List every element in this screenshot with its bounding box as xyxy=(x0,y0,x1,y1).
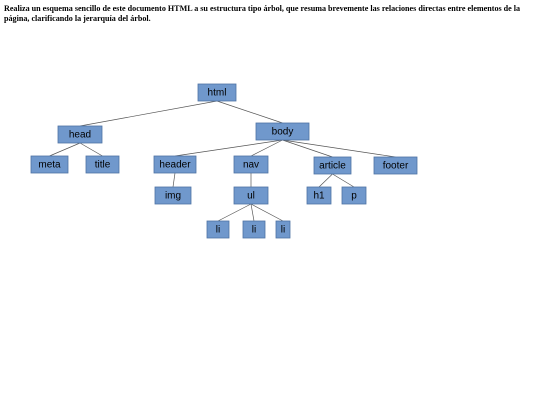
node-box-head xyxy=(57,125,103,144)
node-box-article xyxy=(313,156,352,175)
node-title: title xyxy=(85,155,120,174)
node-li2: li xyxy=(242,220,266,239)
node-article: article xyxy=(313,156,352,175)
node-label-li3: li xyxy=(281,225,285,236)
node-box-nav xyxy=(233,155,269,174)
edge-html-body xyxy=(216,100,283,124)
edge-body-footer xyxy=(282,139,396,158)
node-meta: meta xyxy=(30,155,69,174)
edge-body-article xyxy=(282,139,333,158)
node-box-title xyxy=(85,155,120,174)
node-label-img: img xyxy=(165,191,181,202)
node-box-footer xyxy=(373,156,418,175)
node-label-ul: ul xyxy=(247,191,255,202)
node-footer: footer xyxy=(373,156,418,175)
node-label-li2: li xyxy=(252,225,256,236)
node-label-h1: h1 xyxy=(313,191,325,202)
node-label-body: body xyxy=(272,127,294,138)
node-body: body xyxy=(255,122,310,141)
tree-nodes: html head body meta title header nav article foo… xyxy=(30,83,418,239)
edge-ul-li3 xyxy=(250,203,284,222)
edge-article-p xyxy=(332,173,355,188)
node-p: p xyxy=(341,186,367,205)
node-h1: h1 xyxy=(306,186,332,205)
node-box-header xyxy=(153,155,197,174)
node-html: html xyxy=(197,83,237,102)
node-label-header: header xyxy=(159,160,191,171)
node-label-html: html xyxy=(208,88,227,99)
edge-article-h1 xyxy=(318,173,333,188)
node-box-ul xyxy=(233,186,269,205)
tree-edges xyxy=(49,100,396,222)
node-box-img xyxy=(154,186,192,205)
node-nav: nav xyxy=(233,155,269,174)
node-box-li3 xyxy=(275,220,291,239)
edge-header-img xyxy=(172,172,176,188)
node-head: head xyxy=(57,125,103,144)
node-box-h1 xyxy=(306,186,332,205)
node-label-title: title xyxy=(95,160,111,171)
node-label-meta: meta xyxy=(38,160,61,171)
node-label-li1: li xyxy=(216,225,220,236)
node-li1: li xyxy=(206,220,230,239)
node-box-html xyxy=(197,83,237,102)
node-li3: li xyxy=(275,220,291,239)
edge-html-head xyxy=(79,100,218,127)
node-label-article: article xyxy=(319,161,346,172)
node-img: img xyxy=(154,186,192,205)
node-label-p: p xyxy=(351,191,357,202)
node-label-head: head xyxy=(69,130,91,141)
node-box-p xyxy=(341,186,367,205)
edge-ul-li1 xyxy=(217,203,252,222)
edge-head-meta xyxy=(49,142,81,157)
node-box-meta xyxy=(30,155,69,174)
edge-body-header xyxy=(174,139,283,157)
node-ul: ul xyxy=(233,186,269,205)
node-header: header xyxy=(153,155,197,174)
edge-body-nav xyxy=(250,139,283,157)
node-label-nav: nav xyxy=(243,160,259,171)
edge-ul-li2 xyxy=(250,203,255,222)
edge-head-title xyxy=(79,142,103,157)
node-box-body xyxy=(255,122,310,141)
instruction-text: Realiza un esquema sencillo de este docu… xyxy=(4,4,521,23)
node-box-li1 xyxy=(206,220,230,239)
node-box-li2 xyxy=(242,220,266,239)
node-label-footer: footer xyxy=(383,161,409,172)
